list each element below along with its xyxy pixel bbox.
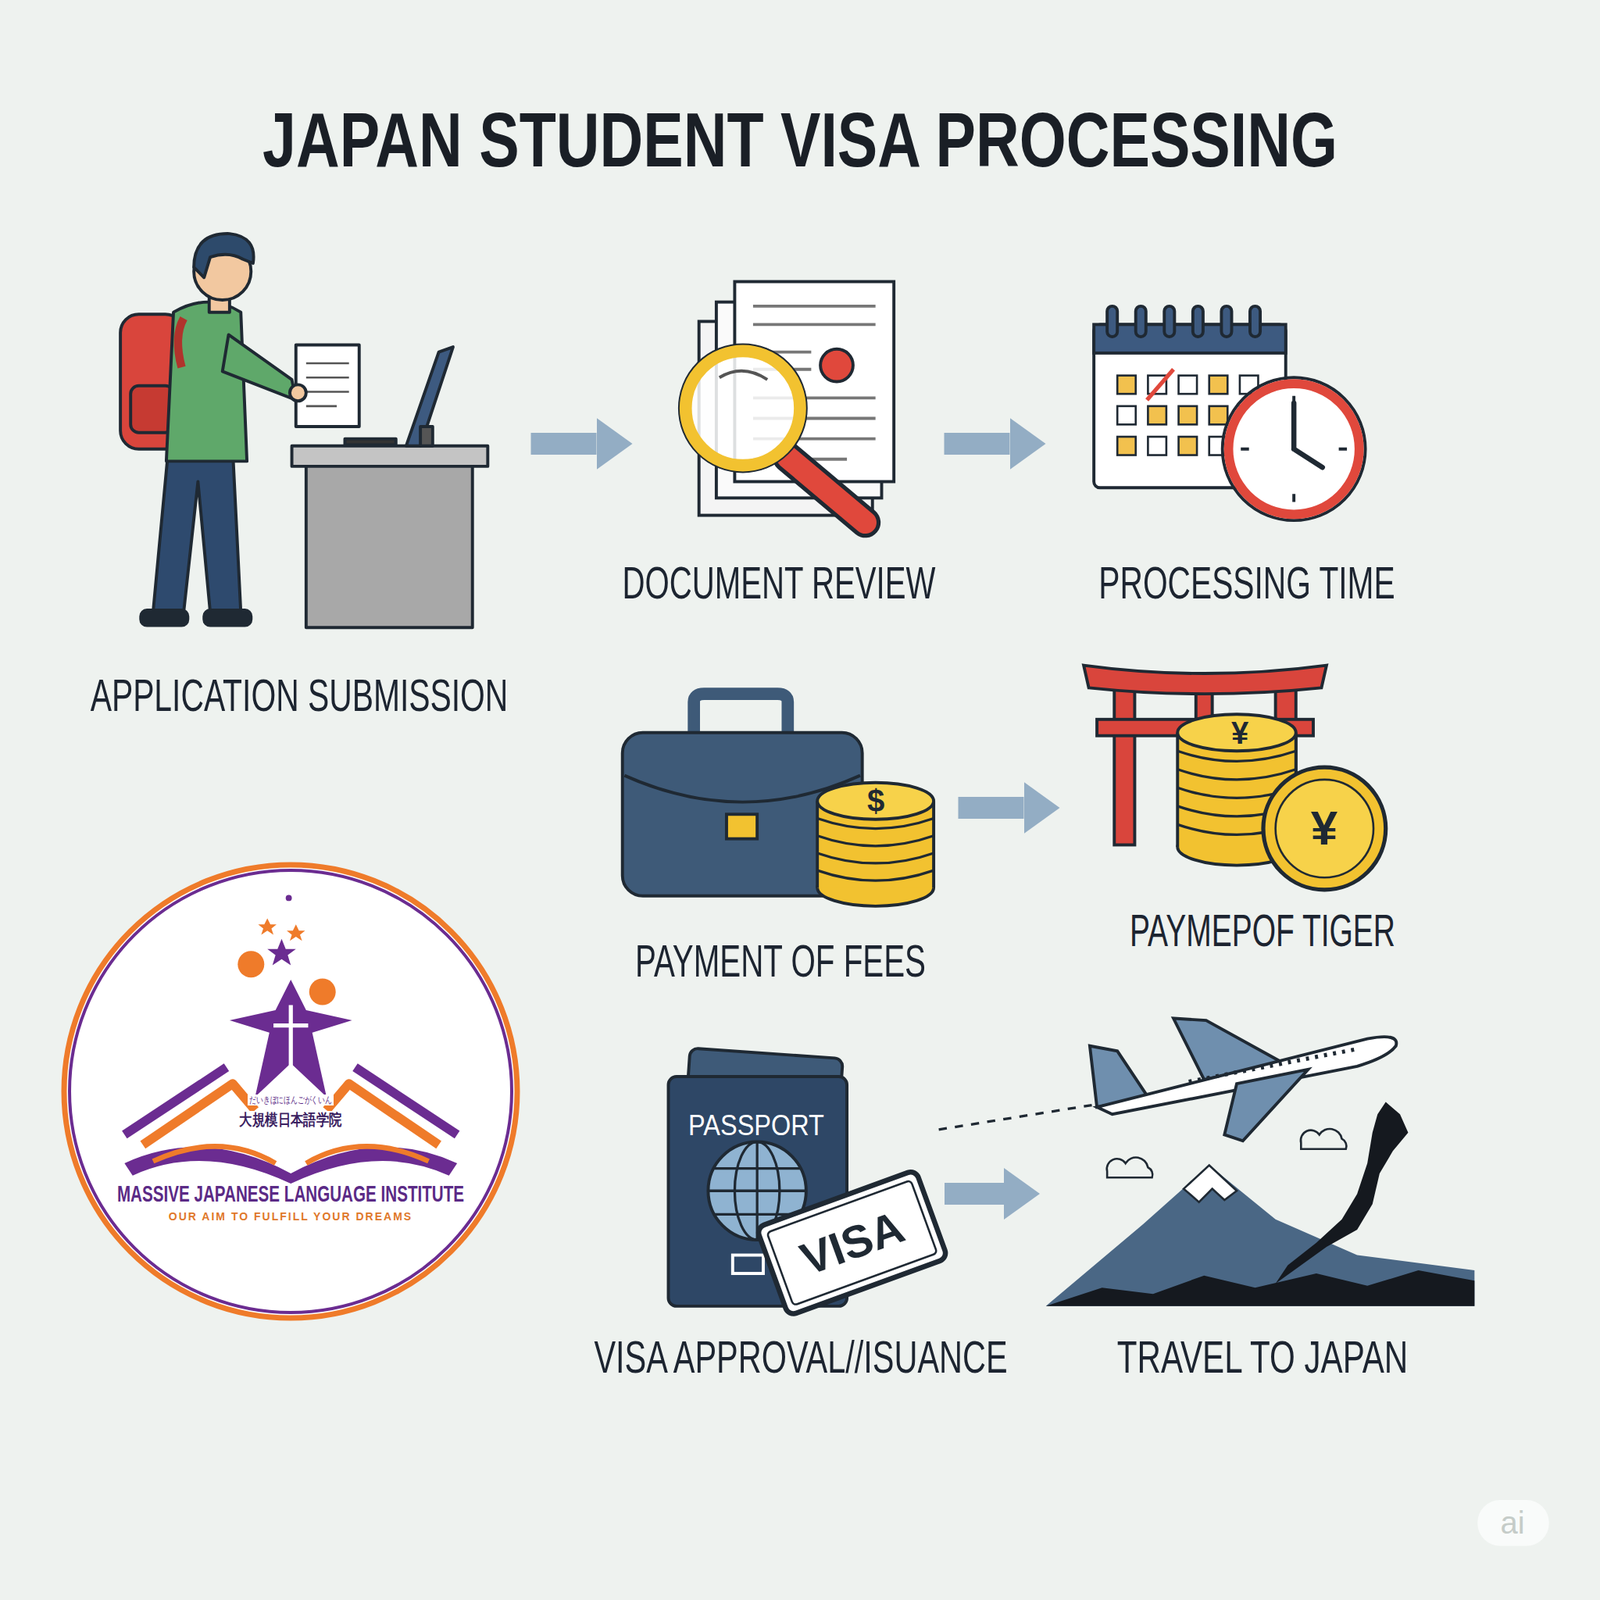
logo-text: だいきぼにほんごがくいん [247,1094,334,1106]
process-step: PROCESSING TIME [1091,306,1368,521]
logo-text: 大規模日本語学院 [237,1110,344,1129]
logo-ring [60,861,521,1322]
logo-inner-ring [69,870,512,1313]
flow-arrow [958,796,1025,819]
icon-label: VISA [794,1203,910,1283]
watermark: ai [1500,1507,1525,1539]
passport-visa [668,1047,949,1316]
step-label: VISA APPROVAL//ISUANCE [593,1334,1008,1380]
step-label: PAYMENT OF FEES [635,938,926,984]
step-label: APPLICATION SUBMISSION [90,672,509,718]
process-step: VISA APPROVAL//ISUANCE [667,1050,939,1327]
icon-label: ¥ [1310,803,1338,853]
briefcase-coins [622,693,934,907]
logo-circle: だいきぼにほんごがくいん大規模日本語学院 MASSIVE JAPANESE LAN… [60,861,521,1322]
diagram-title: JAPAN STUDENT VISA PROCESSING [262,101,1338,179]
icon-label: PASSPORT [688,1111,825,1140]
logo-artwork [64,865,518,1319]
step-label: PAYMEPOF TIGER [1129,907,1396,954]
person-at-desk [120,233,488,628]
step-label: TRAVEL TO JAPAN [1117,1334,1408,1380]
logo-text: OUR AIM TO FULFILL YOUR DREAMS [168,1210,413,1222]
flow-arrow [944,432,1011,455]
process-step: APPLICATION SUBMISSION [112,234,490,633]
logo-text: MASSIVE JAPANESE LANGUAGE INSTITUTE [117,1182,465,1206]
document-magnifier [679,281,894,522]
process-step: PAYMENT OF FEES [620,693,937,908]
calendar-clock [1093,306,1365,521]
process-step: DOCUMENT REVIEW [673,280,899,531]
icon-label: $ [867,785,885,817]
step-label: PROCESSING TIME [1098,560,1395,606]
watermark-blob [1477,1500,1549,1547]
flow-arrow [531,432,597,455]
plane-fuji-japan [939,1018,1475,1307]
icon-label: ¥ [1231,717,1249,749]
step-label: DOCUMENT REVIEW [622,560,936,606]
flow-arrow [944,1182,1004,1205]
torii-yen-coins [1083,665,1386,890]
logo-outer-ring [64,864,518,1318]
process-step: TRAVEL TO JAPAN [1046,1015,1475,1307]
